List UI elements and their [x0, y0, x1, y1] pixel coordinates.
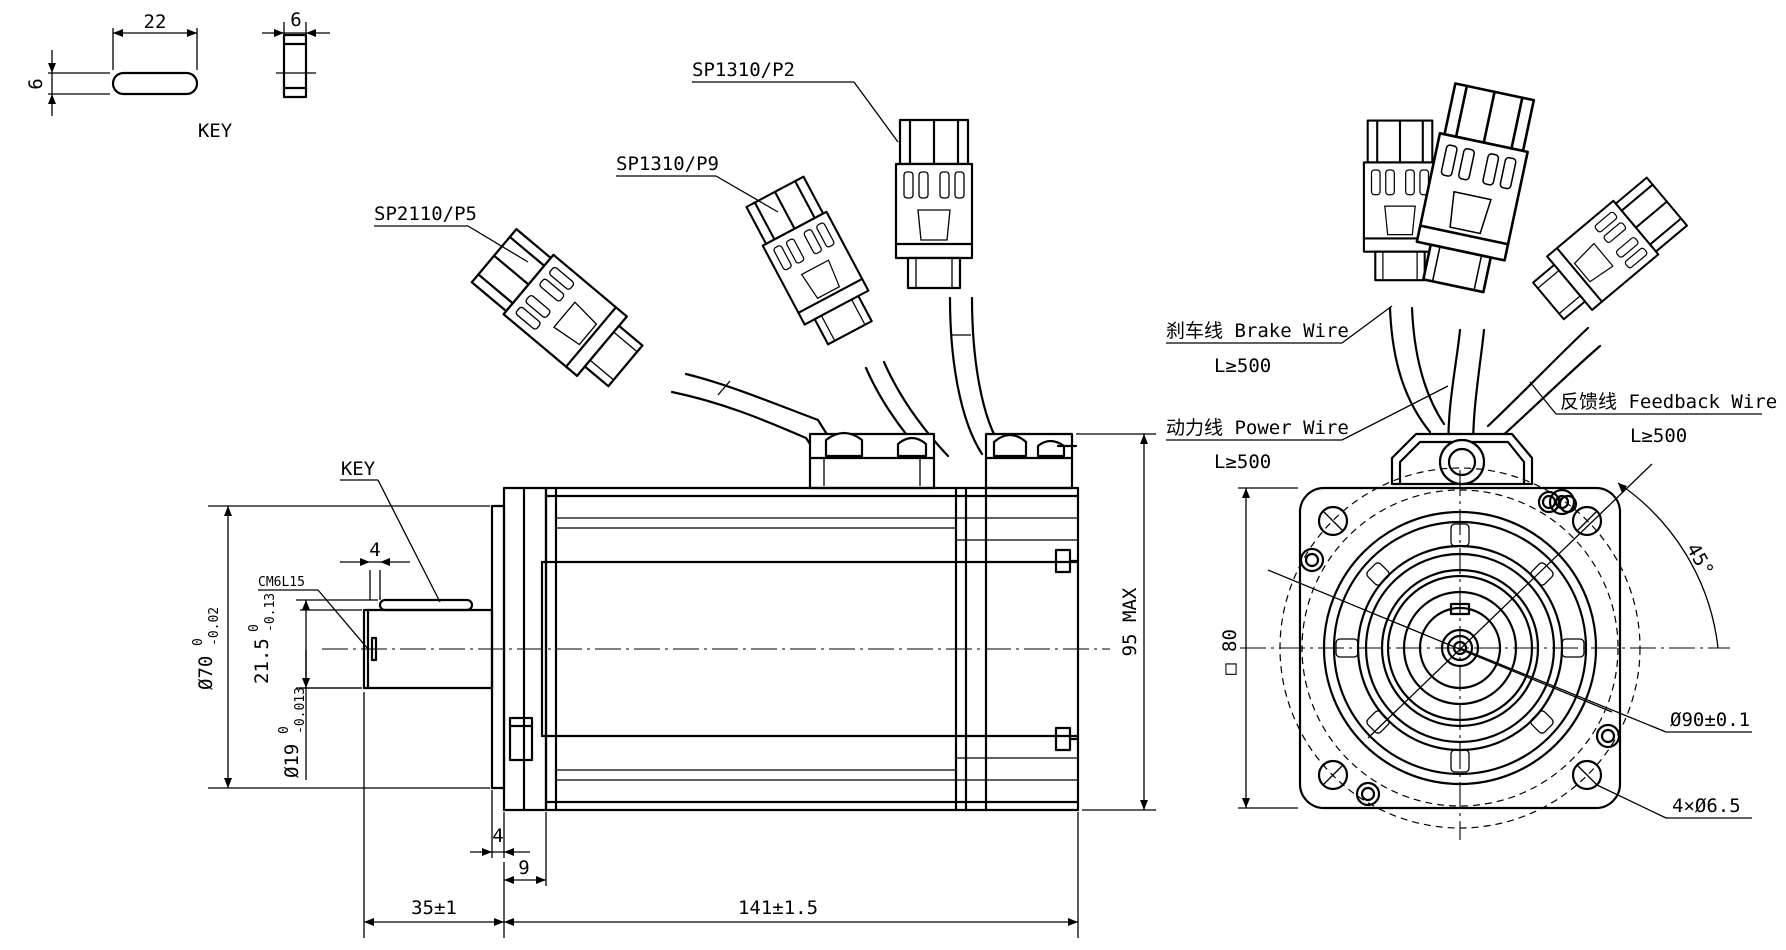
power-connector-label: SP1310/P2: [692, 59, 795, 81]
key-caption: KEY: [198, 120, 233, 142]
key-thickness-dim: 6: [290, 9, 301, 31]
overall-height-dim: 95 MAX: [1119, 587, 1141, 656]
key-height-tol-lower: -0.13: [263, 593, 278, 632]
side-view: SP2110/P5 SP1310/P9 SP1310/P2: [191, 59, 1156, 938]
shaft-length-dim: 35±1: [411, 897, 457, 919]
brake-connector: [742, 173, 883, 351]
shaft-dia-tol-upper: 0: [277, 726, 292, 734]
end-power-connector: [1408, 81, 1540, 297]
key-length-dim: 22: [144, 11, 167, 33]
feedback-wire-label: 反馈线 Feedback Wire: [1560, 391, 1777, 413]
terminal-box-power: [984, 432, 1078, 490]
flange-thickness-dim: 4: [492, 825, 503, 847]
brake-wire-length: L≥500: [1214, 355, 1271, 377]
brake-connector-label: SP1310/P9: [616, 153, 719, 175]
shaft-dia-tol-lower: -0.013: [293, 687, 308, 734]
key-height-dim: 6: [25, 78, 47, 89]
end-feedback-cable: [1486, 326, 1590, 428]
mount-holes: [1299, 494, 1621, 807]
end-view: 45° □ 80 Ø90±0.1 4×Ø6.5 刹车线 Brake Wire L…: [1166, 81, 1777, 840]
flange-offset-dim: 9: [518, 857, 529, 879]
key-detail: 22 6 KEY 6: [25, 9, 330, 142]
flange-pilot: [490, 504, 506, 790]
body-length-dim: 141±1.5: [738, 897, 818, 919]
key-top-view: [111, 71, 199, 96]
feedback-connector-label: SP2110/P5: [374, 203, 477, 225]
feedback-connector: [468, 224, 652, 397]
key-side-view: [282, 33, 308, 99]
pilot-tol-lower: -0.02: [207, 607, 222, 646]
power-wire-label: 动力线 Power Wire: [1166, 417, 1349, 439]
terminal-box-feedback: [808, 431, 936, 490]
pilot-tol-upper: 0: [191, 638, 206, 646]
power-cable: [948, 296, 984, 456]
key-height-21-dim: 21.5: [251, 638, 273, 684]
shaft-dia-dim: Ø19: [281, 744, 303, 778]
key-width-dim: 4: [369, 539, 380, 561]
feedback-cable: [670, 390, 824, 464]
end-brake-cable: [1388, 306, 1432, 434]
feedback-wire-length: L≥500: [1630, 425, 1687, 447]
key-height-tol-upper: 0: [247, 624, 262, 632]
end-feedback-connector: [1524, 173, 1691, 329]
bolt-circle-dim: Ø90±0.1: [1670, 709, 1750, 731]
mount-holes-dim: 4×Ø6.5: [1672, 795, 1741, 817]
shaft-key-label: KEY: [341, 458, 376, 480]
shaft-key: [378, 598, 474, 612]
flange-square-dim: □ 80: [1219, 629, 1241, 675]
power-wire-length: L≥500: [1214, 451, 1271, 473]
brake-wire-label: 刹车线 Brake Wire: [1166, 320, 1349, 342]
power-connector: [894, 118, 974, 290]
thread-label: CM6L15: [258, 575, 305, 590]
pilot-dia-dim: Ø70: [195, 656, 217, 690]
angle-dim: 45°: [1682, 540, 1718, 581]
